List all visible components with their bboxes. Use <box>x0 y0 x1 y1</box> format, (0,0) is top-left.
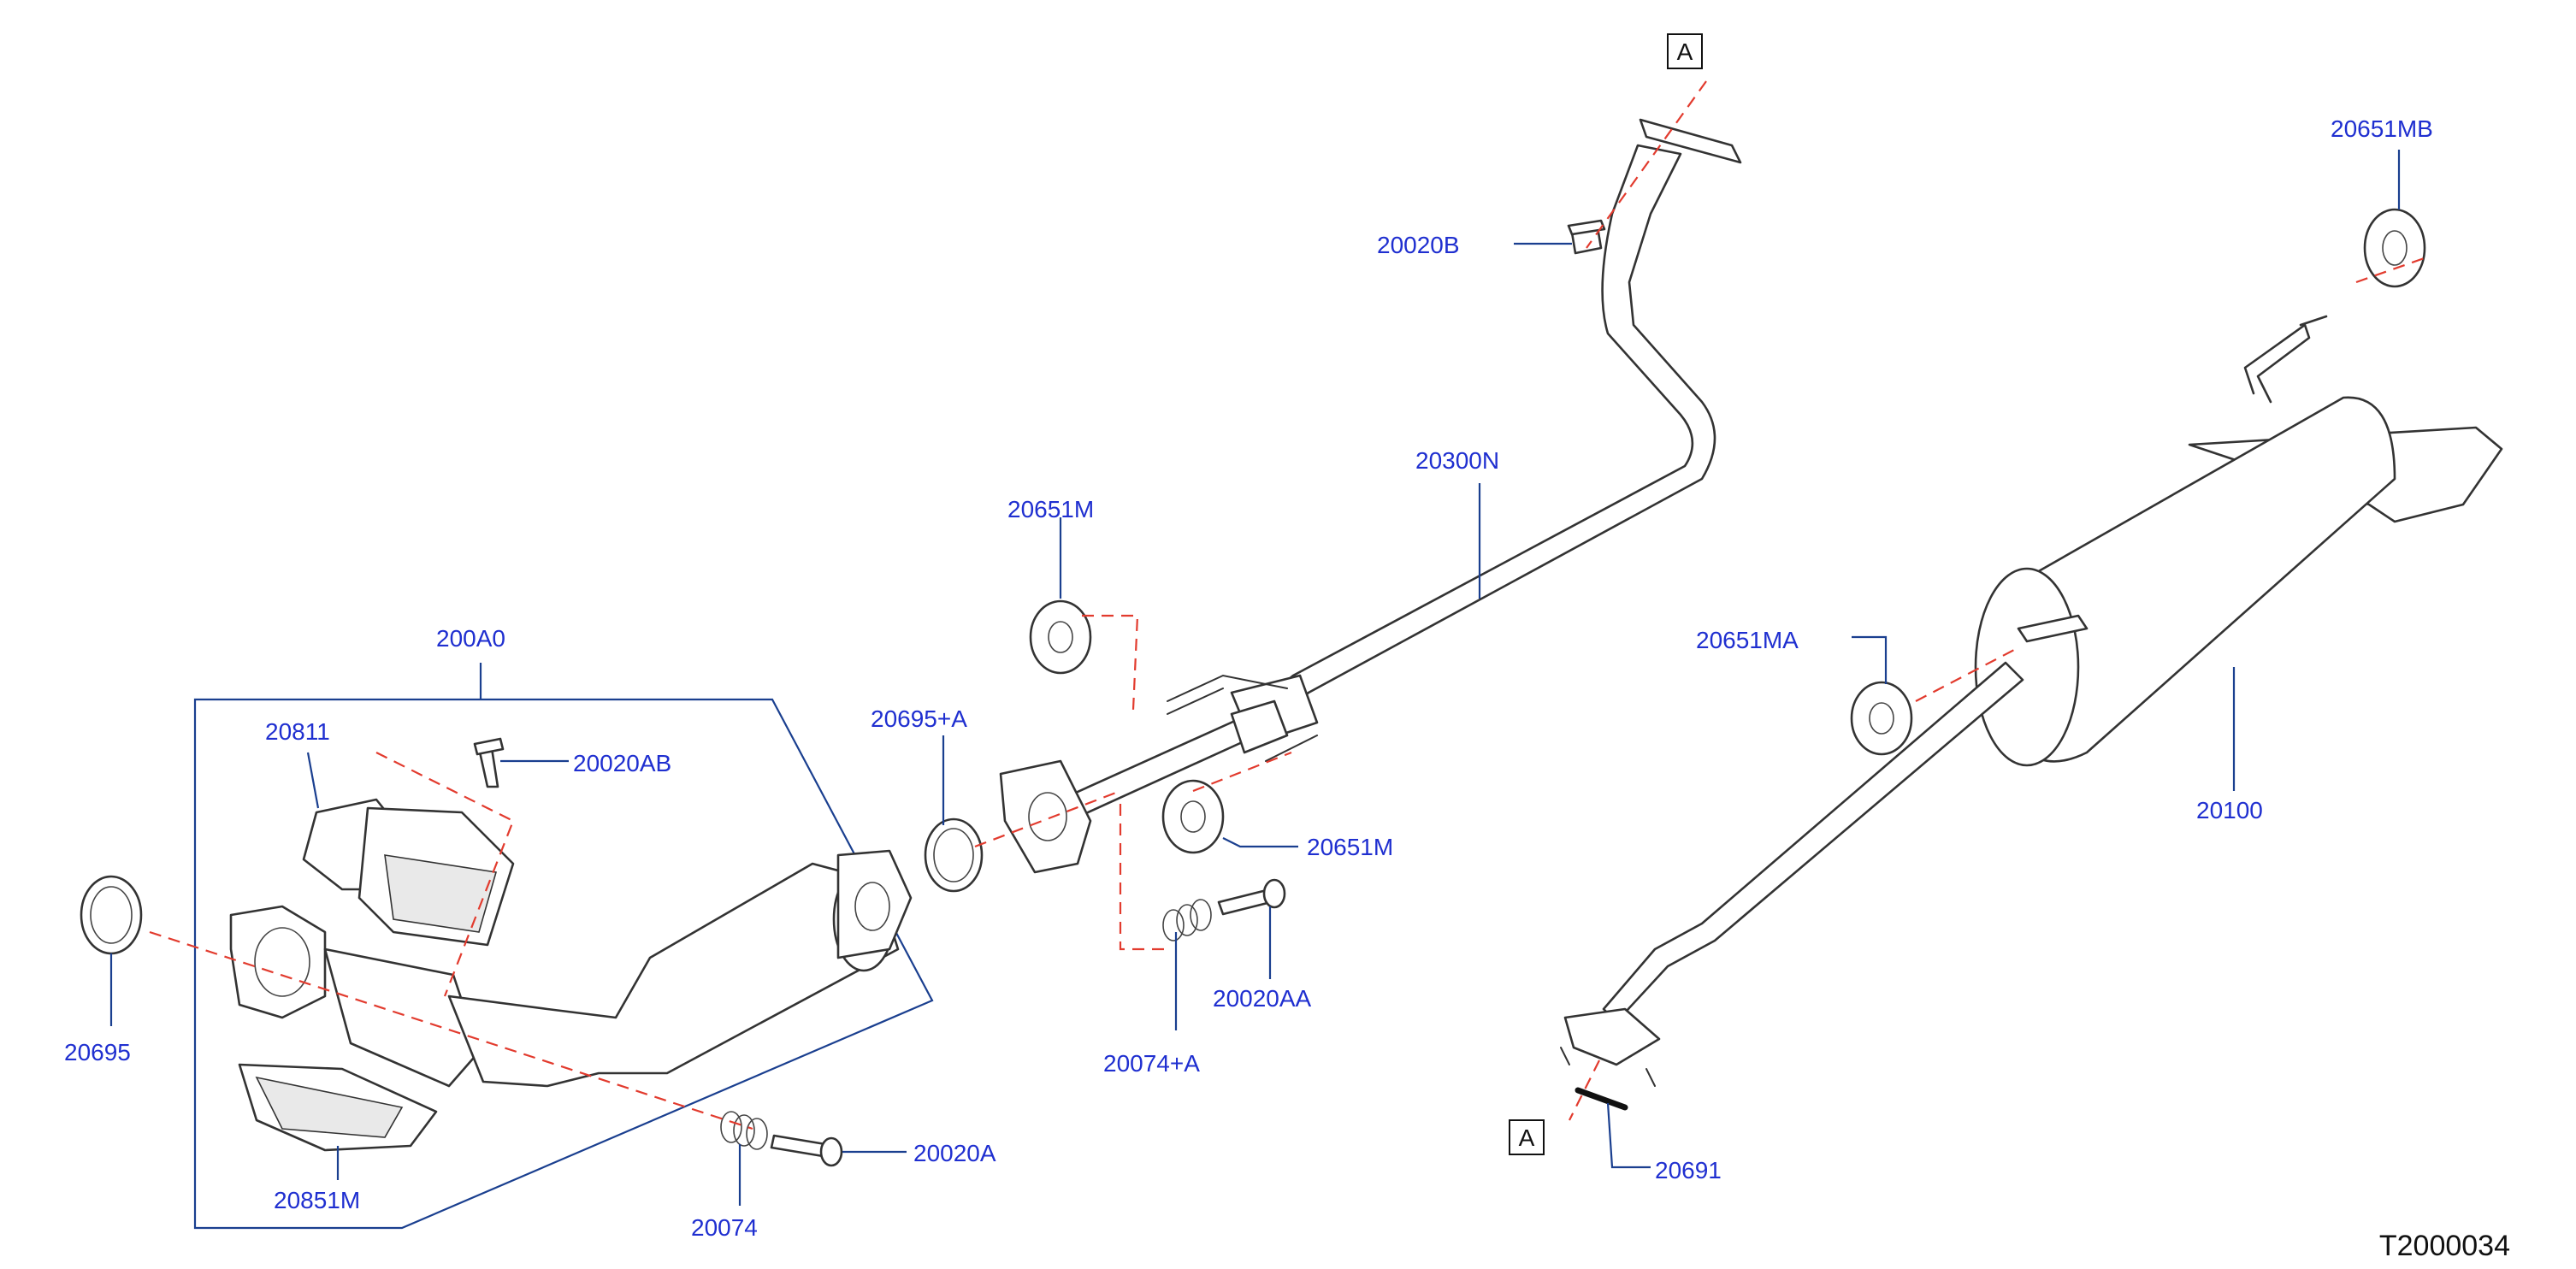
leader-lines <box>109 150 2401 1206</box>
callout-20651M-mid[interactable]: 20651M <box>1307 834 1393 860</box>
bolt-20020AB[interactable] <box>473 737 505 788</box>
gasket-ring-20695[interactable] <box>80 875 143 955</box>
center-pipe-20300N[interactable] <box>1059 118 1742 823</box>
callout-20651M-top[interactable]: 20651M <box>1007 496 1094 522</box>
callout-20691[interactable]: 20691 <box>1655 1157 1722 1183</box>
insulator-20651M-upper[interactable] <box>1029 599 1092 675</box>
callout-20020AB[interactable]: 20020AB <box>573 750 671 776</box>
bolt-20020AA[interactable] <box>1217 878 1286 916</box>
heat-shield-20851M[interactable] <box>238 1063 438 1152</box>
callout-20695A[interactable]: 20695+A <box>871 705 967 732</box>
gasket-ring-20695A[interactable] <box>924 817 984 893</box>
insulator-20651MA[interactable] <box>1850 681 1913 756</box>
heat-shield-20811[interactable] <box>302 798 515 947</box>
ref-box-a-top: A <box>1667 33 1703 69</box>
callout-20651MA[interactable]: 20651MA <box>1696 627 1799 653</box>
callout-20695[interactable]: 20695 <box>64 1039 131 1065</box>
callout-20651MB[interactable]: 20651MB <box>2331 115 2433 142</box>
callout-20074A[interactable]: 20074+A <box>1103 1050 1200 1077</box>
ref-box-a-top-label: A <box>1677 38 1693 65</box>
callout-20300N[interactable]: 20300N <box>1415 447 1499 474</box>
center-pipe-flange <box>999 759 1092 874</box>
callout-20020AA[interactable]: 20020AA <box>1213 985 1312 1012</box>
callout-20811[interactable]: 20811 <box>265 718 330 745</box>
callout-20020A[interactable]: 20020A <box>913 1140 996 1166</box>
alignment-centerlines <box>149 80 2430 1130</box>
bolt-20020B[interactable] <box>1567 219 1606 255</box>
callout-20020B[interactable]: 20020B <box>1377 232 1460 258</box>
insulator-20651M-lower[interactable] <box>1161 779 1225 854</box>
bolt-20020A[interactable] <box>770 1134 843 1167</box>
callout-20851M[interactable]: 20851M <box>274 1187 360 1213</box>
spring-20074A[interactable] <box>1162 899 1212 941</box>
gasket-20691[interactable] <box>1575 1087 1628 1111</box>
assembly-200A0-boundary <box>193 698 934 1230</box>
insulator-20651MB[interactable] <box>2363 208 2426 288</box>
callout-20074[interactable]: 20074 <box>691 1214 758 1241</box>
figure-reference-code: T2000034 <box>2379 1230 2510 1262</box>
muffler-20100[interactable] <box>1560 315 2503 1087</box>
ref-box-a-bottom: A <box>1509 1119 1545 1155</box>
callout-20100[interactable]: 20100 <box>2196 797 2263 823</box>
callout-200A0[interactable]: 200A0 <box>436 625 505 652</box>
spring-20074[interactable] <box>720 1111 768 1150</box>
catalytic-converter-200A0[interactable] <box>229 849 913 1088</box>
ref-box-a-bottom-label: A <box>1519 1124 1535 1151</box>
